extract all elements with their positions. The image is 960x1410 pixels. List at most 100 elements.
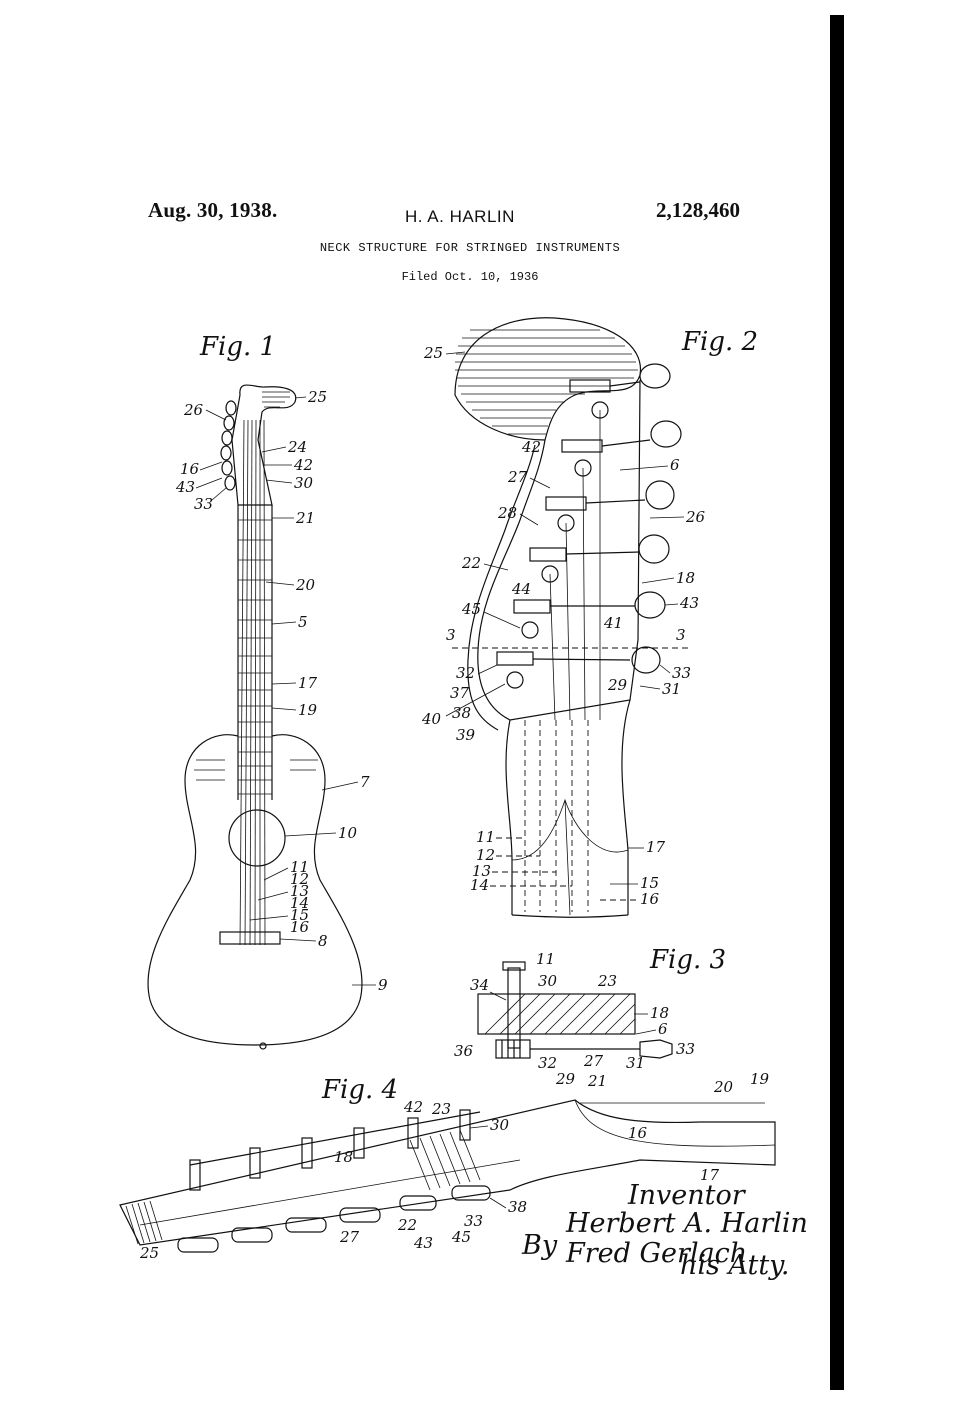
ref-label: 41	[603, 614, 623, 632]
ref-label: 16	[640, 890, 660, 908]
fig3-reference-labels: 11 34 30 23 18 6 36 32 27 31 33 29 21	[454, 950, 695, 1090]
ref-label: 22	[461, 554, 481, 572]
ref-label: 18	[650, 1004, 669, 1022]
ref-label: 25	[307, 388, 327, 406]
fig1-scroll-hatch	[262, 391, 290, 408]
ref-label: 7	[360, 773, 370, 791]
patent-number: 2,128,460	[656, 198, 740, 222]
ref-label: 30	[294, 474, 314, 492]
fig2-neck	[505, 699, 631, 915]
ref-label: 17	[298, 674, 318, 692]
ref-label: 20	[295, 576, 316, 594]
ref-label: 32	[456, 664, 475, 682]
figure-1-guitar: Fig. 1	[147, 332, 388, 1050]
fig4-reference-labels: 42 23 30 18 20 19 16 17 25 27 22 43 45 3…	[139, 1070, 770, 1262]
ref-label: 27	[583, 1052, 604, 1070]
fig1-body	[147, 734, 363, 1046]
attorney-suffix: his Atty.	[680, 1250, 789, 1281]
fig2-scroll-hatching	[455, 329, 638, 435]
ref-label: 42	[403, 1098, 423, 1116]
ref-label: 24	[287, 438, 307, 456]
patent-date: Aug. 30, 1938.	[148, 198, 278, 222]
fig2-neck-internals	[511, 720, 629, 916]
fig2-label: Fig. 2	[681, 327, 758, 357]
ref-label: 15	[290, 906, 309, 924]
ref-label: 31	[626, 1054, 645, 1072]
ref-label: 19	[298, 701, 318, 719]
patent-title: NECK STRUCTURE FOR STRINGED INSTRUMENTS	[319, 241, 621, 255]
ref-label: 29	[607, 676, 628, 694]
fig2-strings	[549, 410, 601, 721]
ref-label: 43	[679, 594, 699, 612]
ref-label: 36	[454, 1042, 474, 1060]
figure-4-side-view: Fig. 4	[119, 1070, 776, 1262]
ref-label: 34	[470, 976, 489, 994]
ref-label: 45	[451, 1228, 471, 1246]
figure-3-section: Fig. 3 11 34 30 2	[454, 945, 726, 1090]
ref-label: 14	[470, 876, 489, 894]
fig1-headstock	[231, 384, 297, 506]
ref-label: 11	[290, 858, 309, 876]
ref-label: 33	[676, 1040, 695, 1058]
ref-label: 12	[476, 846, 495, 864]
fig4-neck-outline	[119, 1099, 776, 1246]
ref-label: 33	[672, 664, 691, 682]
ref-label: 38	[508, 1198, 527, 1216]
fig2-reference-labels: 25 42 6 27 28 26 22 18 44 45 43	[421, 344, 706, 908]
ref-label: 3	[446, 626, 456, 644]
fig1-bridge	[219, 931, 281, 945]
ref-label: 17	[646, 838, 666, 856]
fig1-label: Fig. 1	[199, 332, 276, 362]
ref-label: 26	[183, 401, 204, 419]
ref-label: 6	[658, 1020, 668, 1038]
fig4-scroll-hatching	[125, 1129, 481, 1245]
ref-label: 25	[139, 1244, 159, 1262]
fig3-label: Fig. 3	[649, 945, 726, 975]
ref-label: 8	[318, 932, 328, 950]
fig1-end-pin	[259, 1042, 267, 1050]
ref-label: 13	[472, 862, 491, 880]
fig1-strings	[239, 419, 266, 946]
fig2-neck-break	[511, 914, 629, 918]
fig1-sound-hole	[228, 809, 286, 867]
figure-2-headstock: Fig. 2	[421, 317, 758, 918]
ref-label: 10	[338, 824, 358, 842]
ref-label: 15	[640, 874, 659, 892]
ref-label: 23	[431, 1100, 451, 1118]
ref-label: 31	[662, 680, 681, 698]
ref-label: 33	[194, 495, 213, 513]
fig4-tuner-knobs	[177, 1185, 491, 1253]
ref-label: 39	[456, 726, 476, 744]
signature-block: Inventor Herbert A. Harlin By Fred Gerla…	[521, 1180, 808, 1281]
ref-label: 40	[421, 710, 442, 728]
ref-label: 27	[339, 1228, 360, 1246]
ref-label: 12	[290, 870, 309, 888]
ref-label: 33	[464, 1212, 483, 1230]
ref-label: 14	[290, 894, 309, 912]
fig4-label: Fig. 4	[321, 1075, 398, 1105]
ref-label: 11	[536, 950, 555, 968]
fig2-headstock-plate	[477, 379, 641, 721]
fig1-body-shading	[194, 759, 318, 781]
ref-label: 5	[298, 613, 308, 631]
ref-label: 16	[290, 918, 310, 936]
ref-label: 16	[180, 460, 200, 478]
ref-label: 17	[700, 1166, 720, 1184]
ref-label: 6	[670, 456, 680, 474]
ref-label: 16	[628, 1124, 648, 1142]
filed-date: Filed Oct. 10, 1936	[401, 270, 539, 284]
ref-label: 38	[452, 704, 471, 722]
ref-label: 11	[476, 828, 495, 846]
ref-label: 32	[538, 1054, 557, 1072]
fig1-tuner-pegs	[220, 400, 237, 491]
fig2-tuner-row-1	[569, 363, 671, 419]
ref-label: 30	[538, 972, 558, 990]
fig4-neck-inner-lines	[139, 1099, 776, 1226]
ref-label: 9	[378, 976, 388, 994]
ref-label: 37	[450, 684, 470, 702]
fig2-tuner-row-4	[529, 534, 670, 583]
fig4-tuner-posts	[189, 1109, 481, 1191]
fig1-reference-labels: 26 25 24 42 16 43 30 33 21 20	[175, 388, 388, 994]
ref-label: 45	[461, 600, 481, 618]
